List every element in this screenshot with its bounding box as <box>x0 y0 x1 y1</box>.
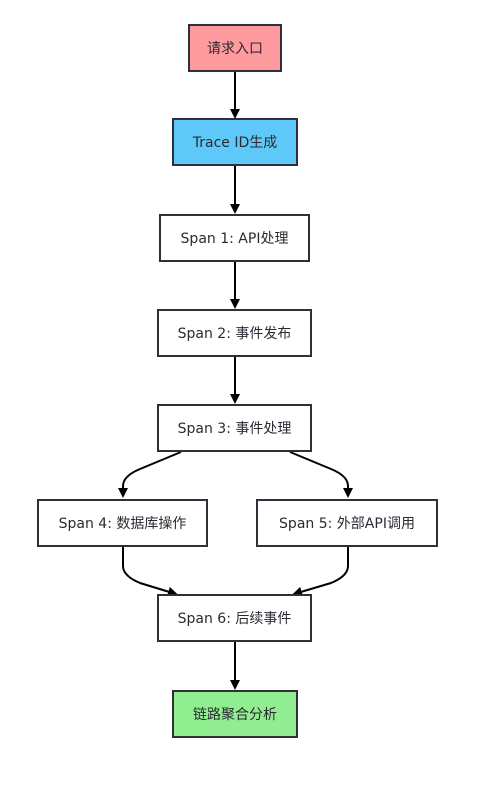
span1-node: Span 1: API处理 <box>159 214 310 262</box>
span4-node: Span 4: 数据库操作 <box>37 499 208 547</box>
trace-id-label: Trace ID生成 <box>192 135 278 151</box>
span6-node: Span 6: 后续事件 <box>157 594 312 642</box>
span3-node: Span 3: 事件处理 <box>157 404 312 452</box>
span2-node: Span 2: 事件发布 <box>157 309 312 357</box>
request-entry-node: 请求入口 <box>188 24 282 72</box>
span5-label: Span 5: 外部API调用 <box>279 516 415 532</box>
span2-label: Span 2: 事件发布 <box>177 326 292 342</box>
arrow-span3-to-span4 <box>118 451 182 498</box>
span6-label: Span 6: 后续事件 <box>177 611 292 627</box>
aggregate-analysis-node: 链路聚合分析 <box>172 690 298 738</box>
trace-id-node: Trace ID生成 <box>172 118 298 166</box>
span4-label: Span 4: 数据库操作 <box>58 516 187 532</box>
arrow-span3-to-span5 <box>289 451 353 498</box>
request-entry-label: 请求入口 <box>207 41 263 57</box>
aggregate-analysis-label: 链路聚合分析 <box>193 707 277 723</box>
span1-label: Span 1: API处理 <box>180 231 289 247</box>
arrow-span4-to-span6 <box>122 547 178 597</box>
span3-label: Span 3: 事件处理 <box>177 421 292 437</box>
arrow-span5-to-span6 <box>292 547 349 597</box>
span5-node: Span 5: 外部API调用 <box>256 499 438 547</box>
